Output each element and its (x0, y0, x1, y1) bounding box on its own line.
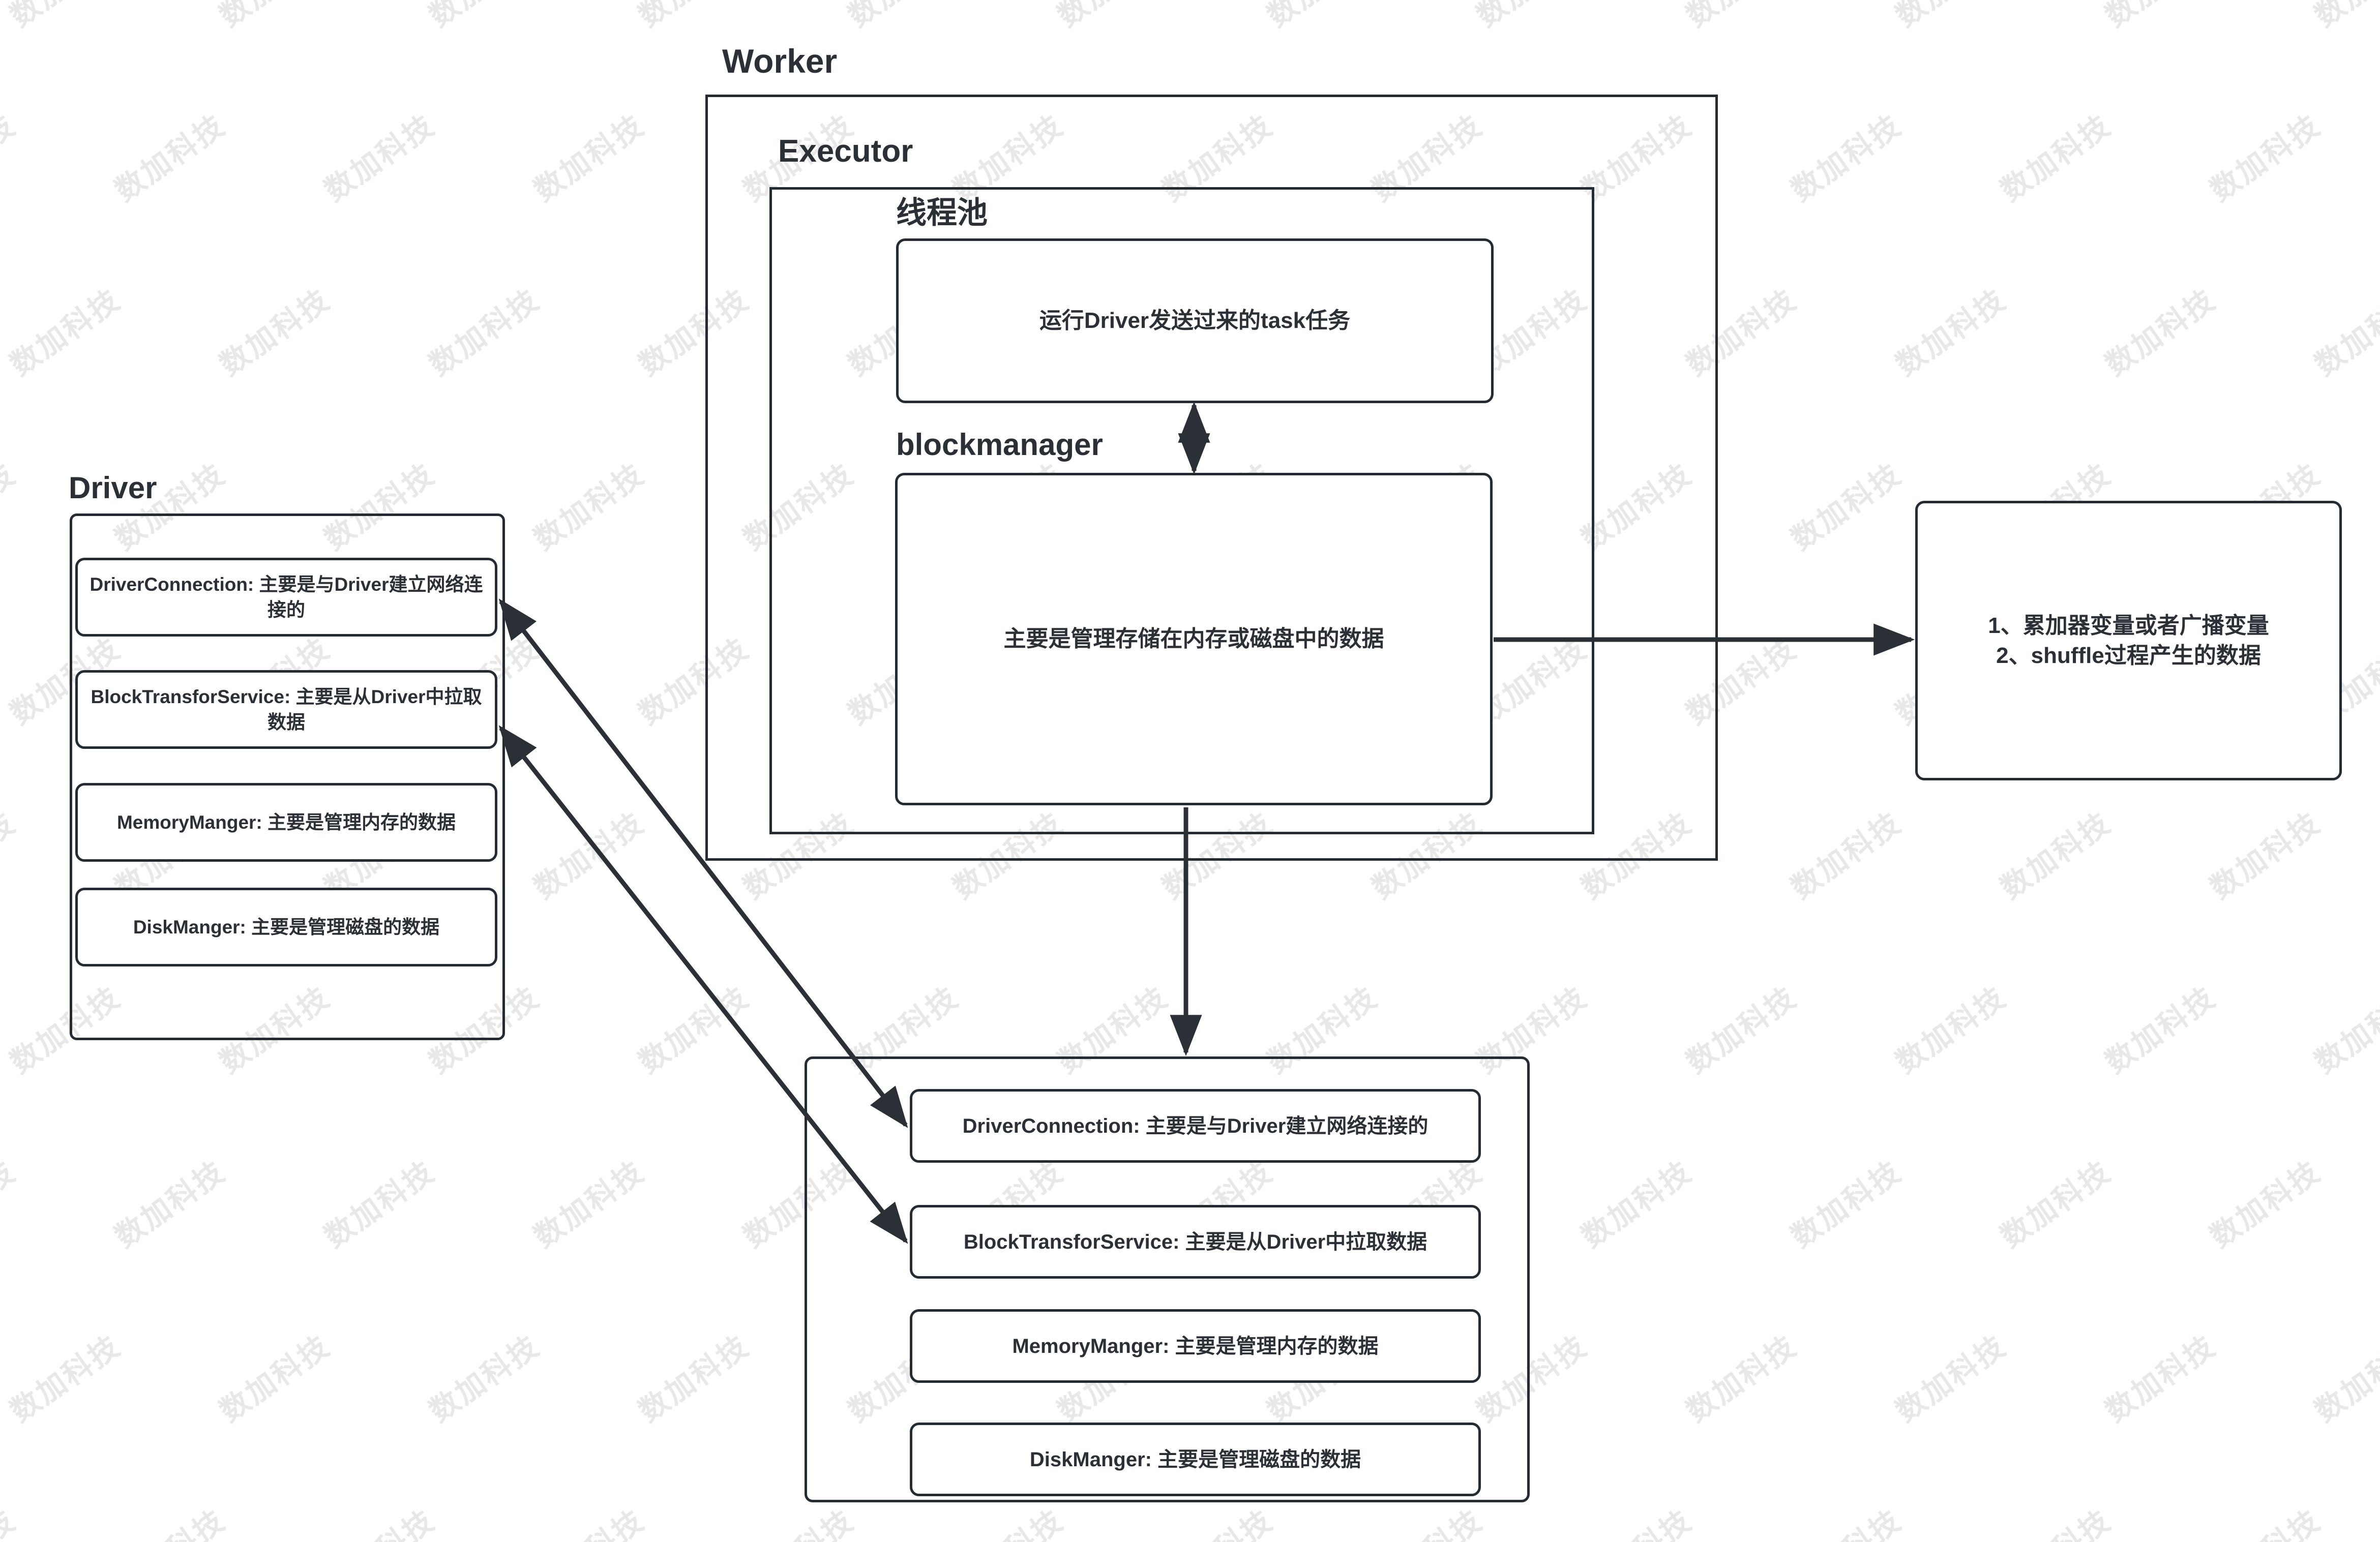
blockmanager-group-label: blockmanager (896, 428, 1103, 462)
driver-item-memorymanger[interactable]: MemoryManger: 主要是管理内存的数据 (75, 783, 497, 862)
threadpool-task-box[interactable]: 运行Driver发送过来的task任务 (896, 238, 1494, 403)
blockmanager-detail-container[interactable] (805, 1056, 1530, 1502)
driver-item-driverconnection[interactable]: DriverConnection: 主要是与Driver建立网络连接的 (75, 558, 497, 637)
bm-item-label: DriverConnection: 主要是与Driver建立网络连接的 (962, 1114, 1429, 1137)
bm-item-label: BlockTransforService: 主要是从Driver中拉取数据 (963, 1230, 1427, 1253)
worker-container[interactable] (705, 95, 1718, 861)
bm-item-memorymanger[interactable]: MemoryManger: 主要是管理内存的数据 (910, 1309, 1481, 1383)
bm-item-driverconnection[interactable]: DriverConnection: 主要是与Driver建立网络连接的 (910, 1089, 1481, 1163)
bm-item-diskmanger[interactable]: DiskManger: 主要是管理磁盘的数据 (910, 1423, 1481, 1496)
blockmanager-box[interactable]: 主要是管理存储在内存或磁盘中的数据 (895, 473, 1493, 805)
shared-data-box[interactable]: 1、累加器变量或者广播变量 2、shuffle过程产生的数据 (1915, 501, 2342, 780)
bm-item-label: DiskManger: 主要是管理磁盘的数据 (1029, 1448, 1361, 1471)
driver-item-diskmanger[interactable]: DiskManger: 主要是管理磁盘的数据 (75, 888, 497, 966)
threadpool-group-label: 线程池 (896, 196, 988, 230)
executor-container[interactable] (769, 187, 1594, 834)
bm-item-blocktransforservice[interactable]: BlockTransforService: 主要是从Driver中拉取数据 (910, 1205, 1481, 1279)
shared-data-line-2: 2、shuffle过程产生的数据 (1996, 643, 2261, 668)
driver-item-label: MemoryManger: 主要是管理内存的数据 (116, 811, 456, 833)
blockmanager-label: 主要是管理存储在内存或磁盘中的数据 (1003, 626, 1384, 652)
driver-item-label: DriverConnection: 主要是与Driver建立网络连接的 (90, 573, 483, 620)
executor-group-label: Executor (778, 134, 913, 169)
driver-item-label: DiskManger: 主要是管理磁盘的数据 (133, 916, 440, 938)
driver-group-label: Driver (69, 471, 157, 505)
threadpool-task-label: 运行Driver发送过来的task任务 (1039, 308, 1351, 334)
driver-item-label: BlockTransforService: 主要是从Driver中拉取数据 (91, 686, 482, 733)
worker-group-label: Worker (722, 42, 838, 80)
driver-item-blocktransforservice[interactable]: BlockTransforService: 主要是从Driver中拉取数据 (75, 670, 497, 749)
shared-data-line-1: 1、累加器变量或者广播变量 (1988, 613, 2269, 638)
bm-item-label: MemoryManger: 主要是管理内存的数据 (1012, 1335, 1379, 1357)
